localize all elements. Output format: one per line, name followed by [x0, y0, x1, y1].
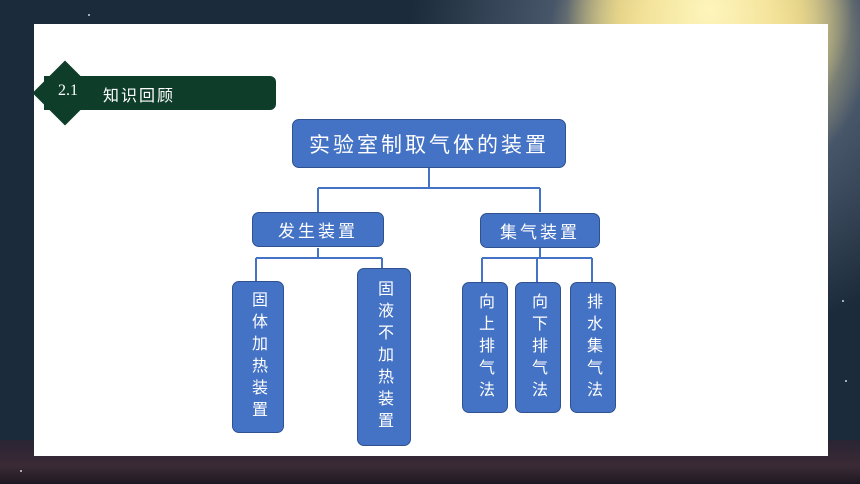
branch-node-collection: 集气装置 — [480, 213, 600, 248]
branch-node-generation: 发生装置 — [252, 212, 384, 247]
connector-branch-collection — [481, 248, 593, 282]
star-decoration — [88, 14, 90, 16]
star-decoration — [845, 380, 847, 382]
section-number: 2.1 — [58, 82, 78, 99]
section-title: 知识回顾 — [103, 86, 176, 105]
leaf-node-water-displacement: 排水集气法 — [570, 282, 616, 413]
connector-root-branches — [317, 168, 541, 212]
connector-branch-generation — [255, 248, 383, 281]
leaf-node-upward-air-displacement: 向上排气法 — [462, 282, 508, 413]
leaf-node-solid-liquid-no-heating: 固液不加热装置 — [357, 268, 411, 446]
star-decoration — [842, 300, 844, 302]
star-decoration — [20, 470, 22, 472]
leaf-node-solid-heating: 固体加热装置 — [232, 281, 284, 433]
root-node: 实验室制取气体的装置 — [292, 119, 566, 168]
leaf-node-downward-air-displacement: 向下排气法 — [515, 282, 561, 413]
